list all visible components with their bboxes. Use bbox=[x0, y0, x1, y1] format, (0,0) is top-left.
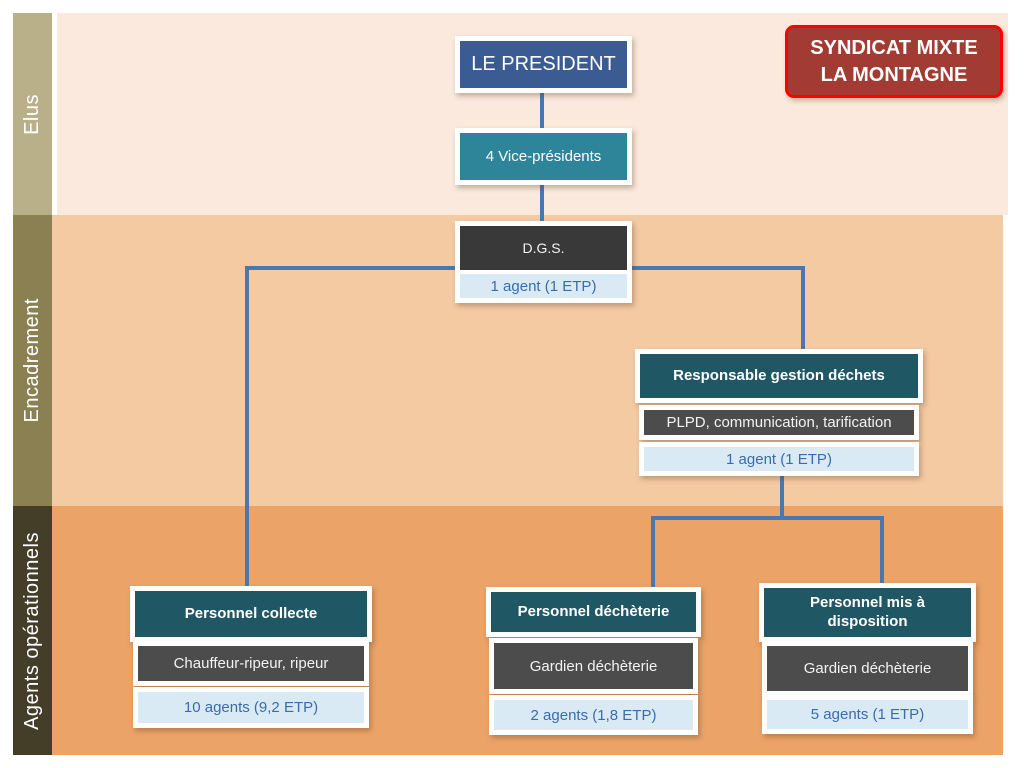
node-dgs: D.G.S. 1 agent (1 ETP) bbox=[455, 221, 632, 303]
node-mis-a-disposition-staff-text: 5 agents (1 ETP) bbox=[810, 706, 925, 723]
band-label-encadrement: Encadrement bbox=[21, 298, 43, 423]
node-decheterie-title: Personnel déchèterie bbox=[486, 587, 701, 637]
connector-down-to-responsable bbox=[801, 266, 805, 351]
connector-down-to-collecte bbox=[245, 266, 249, 588]
connector-down-to-mis-a-disposition bbox=[880, 516, 884, 585]
node-mis-a-disposition-subtitle: Gardien déchèterie bbox=[762, 641, 973, 696]
node-responsable-staff-text: 1 agent (1 ETP) bbox=[726, 450, 832, 468]
sidebar-band-encadrement: Encadrement bbox=[13, 215, 52, 506]
connector-vp-to-dgs bbox=[540, 185, 544, 221]
node-mis-a-disposition-title-text: Personnel mis à disposition bbox=[809, 593, 926, 630]
band-label-elus: Elus bbox=[21, 93, 43, 135]
connector-president-to-vp bbox=[540, 93, 544, 128]
node-dgs-title-text: D.G.S. bbox=[522, 240, 565, 256]
node-collecte-title: Personnel collecte bbox=[130, 586, 372, 642]
org-title-badge: SYNDICAT MIXTE LA MONTAGNE bbox=[785, 25, 1003, 98]
node-mis-a-disposition-title: Personnel mis à disposition bbox=[759, 583, 976, 642]
node-responsable-title-text: Responsable gestion déchets bbox=[673, 366, 885, 384]
connector-responsable-down bbox=[780, 476, 784, 518]
org-title-badge-line2: LA MONTAGNE bbox=[820, 63, 968, 86]
node-responsable-subtitle-text: PLPD, communication, tarification bbox=[666, 414, 892, 431]
node-collecte-subtitle: Chauffeur-ripeur, ripeur bbox=[133, 641, 369, 686]
node-responsable-subtitle: PLPD, communication, tarification bbox=[639, 405, 919, 440]
node-dgs-staff: 1 agent (1 ETP) bbox=[460, 274, 627, 298]
node-collecte-staff-text: 10 agents (9,2 ETP) bbox=[183, 699, 319, 716]
node-responsable-title: Responsable gestion déchets bbox=[635, 349, 923, 403]
node-decheterie-title-text: Personnel déchèterie bbox=[517, 602, 670, 620]
node-president-label: LE PRESIDENT bbox=[471, 53, 616, 75]
node-collecte-subtitle-text: Chauffeur-ripeur, ripeur bbox=[173, 655, 329, 672]
node-decheterie-subtitle-text: Gardien déchèterie bbox=[529, 657, 658, 675]
node-collecte-staff: 10 agents (9,2 ETP) bbox=[133, 687, 369, 728]
node-dgs-staff-text: 1 agent (1 ETP) bbox=[490, 277, 597, 295]
node-president: LE PRESIDENT bbox=[455, 36, 632, 93]
node-mis-a-disposition-staff: 5 agents (1 ETP) bbox=[762, 695, 973, 734]
sidebar-band-elus: Elus bbox=[13, 13, 52, 215]
node-collecte-title-text: Personnel collecte bbox=[184, 604, 318, 622]
org-title-badge-line1: SYNDICAT MIXTE bbox=[810, 36, 978, 59]
node-dgs-title: D.G.S. bbox=[460, 226, 627, 270]
node-vice-presidents: 4 Vice-présidents bbox=[455, 128, 632, 185]
node-decheterie-subtitle: Gardien déchèterie bbox=[489, 638, 698, 694]
node-decheterie-staff: 2 agents (1,8 ETP) bbox=[489, 695, 698, 735]
node-responsable-staff: 1 agent (1 ETP) bbox=[639, 442, 919, 476]
connector-sub-horizontal bbox=[651, 516, 884, 520]
connector-down-to-decheterie bbox=[651, 516, 655, 589]
node-decheterie-staff-text: 2 agents (1,8 ETP) bbox=[530, 706, 657, 724]
node-mis-a-disposition-subtitle-text: Gardien déchèterie bbox=[803, 660, 932, 677]
sidebar-band-agents-operationnels: Agents opérationnels bbox=[13, 506, 52, 755]
node-vice-presidents-label: 4 Vice-présidents bbox=[485, 148, 602, 165]
band-label-agents-operationnels: Agents opérationnels bbox=[21, 531, 43, 730]
